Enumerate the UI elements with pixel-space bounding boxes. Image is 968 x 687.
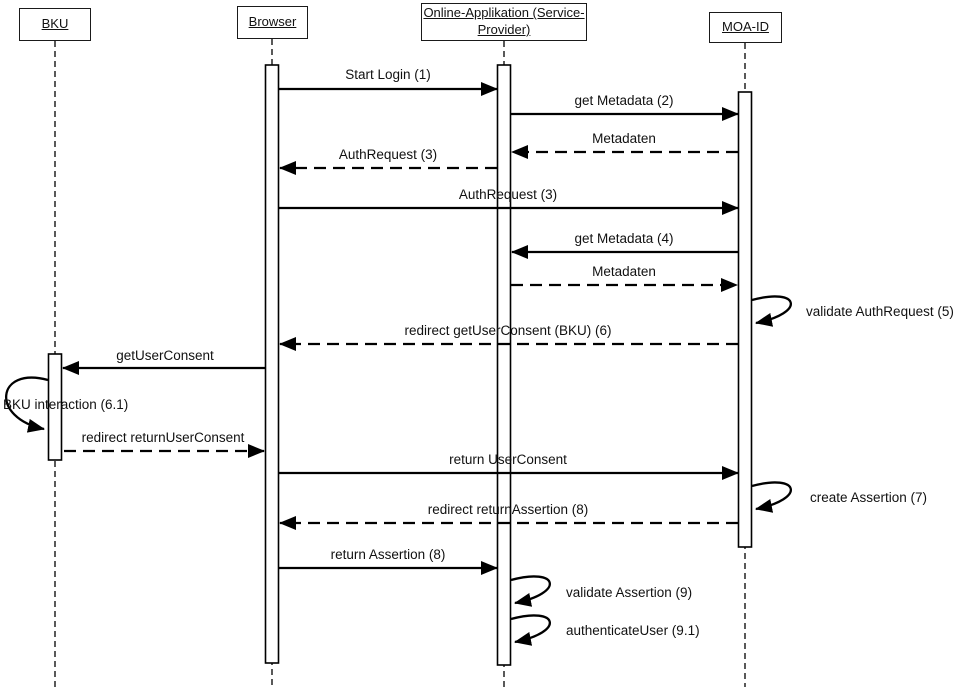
actor-box-browser: Browser [237, 6, 308, 39]
actor-label-online-applikation-line2: Provider) [477, 22, 531, 37]
message-label-return-assertion: return Assertion (8) [330, 547, 446, 562]
message-label-validate-authrequest: validate AuthRequest (5) [806, 304, 954, 319]
message-label-authrequest-redirect: AuthRequest (3) [338, 147, 438, 162]
activation-bar-online-applikation [496, 64, 512, 666]
actor-label-bku: BKU [41, 16, 69, 32]
actor-box-bku: BKU [19, 8, 91, 41]
activation-bar-bku [47, 353, 63, 461]
self-loop-create-assertion [751, 481, 792, 513]
message-label-bku-interaction: BKU interaction (6.1) [3, 397, 129, 412]
self-loop-validate-authrequest [751, 295, 792, 327]
self-loop-validate-assertion [510, 575, 551, 607]
message-label-get-metadata-4: get Metadata (4) [574, 231, 674, 246]
activation-bar-moa-id [737, 91, 753, 548]
message-label-metadaten-2: Metadaten [592, 264, 656, 279]
self-loop-authenticateuser [510, 614, 551, 646]
message-label-redirect-returnassertion: redirect returnAssertion (8) [427, 502, 589, 517]
self-loop-bku-interaction [5, 376, 49, 433]
actor-box-online-applikation: Online-Applikation (Service- Provider) [421, 3, 587, 41]
message-label-getuserconsent: getUserConsent [116, 348, 214, 363]
message-label-get-metadata-2: get Metadata (2) [574, 93, 674, 108]
actor-label-browser: Browser [248, 14, 297, 30]
message-label-authenticateuser: authenticateUser (9.1) [566, 623, 700, 638]
message-label-authrequest-forward: AuthRequest (3) [458, 187, 558, 202]
actor-label-online-applikation-line1: Online-Applikation (Service- [423, 5, 585, 21]
actor-label-moa-id: MOA-ID [722, 19, 769, 35]
message-label-create-assertion: create Assertion (7) [810, 490, 928, 505]
activation-bar-browser [264, 64, 280, 664]
message-label-redirect-getuserconsent: redirect getUserConsent (BKU) (6) [404, 323, 612, 338]
message-label-return-userconsent: return UserConsent [449, 452, 567, 467]
message-label-metadaten-1: Metadaten [592, 131, 656, 146]
message-label-start-login: Start Login (1) [345, 67, 431, 82]
message-label-redirect-returnuserconsent: redirect returnUserConsent [81, 430, 245, 445]
message-label-validate-assertion: validate Assertion (9) [566, 585, 693, 600]
actor-box-moa-id: MOA-ID [709, 12, 782, 43]
